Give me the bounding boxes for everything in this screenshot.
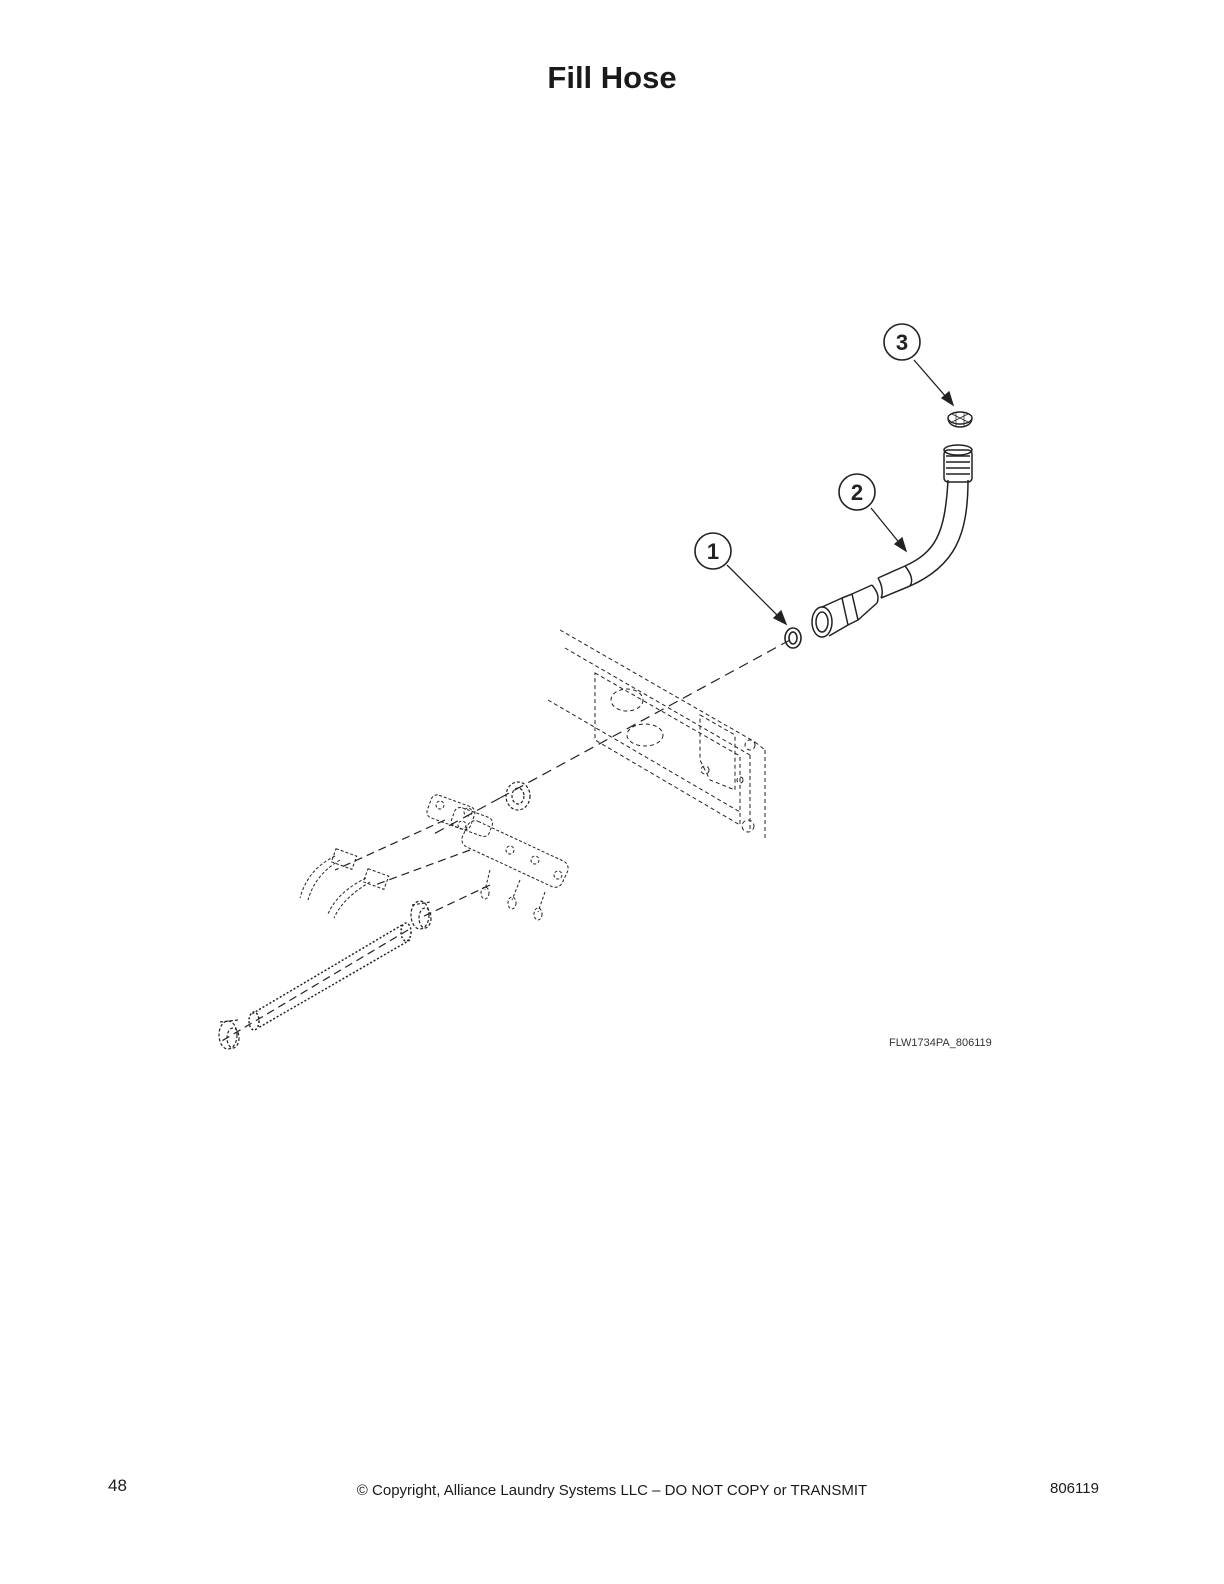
fill-hose-icon: [811, 444, 973, 638]
copyright-notice: © Copyright, Alliance Laundry Systems LL…: [356, 1482, 868, 1499]
svg-text:1: 1: [707, 539, 719, 564]
figure-code: FLW1734PA_806119: [889, 1037, 992, 1049]
valve-bracket-icon: [547, 629, 766, 838]
page-footer: 48 © Copyright, Alliance Laundry Systems…: [0, 1474, 1224, 1504]
document-number: 806119: [1050, 1480, 1099, 1497]
hose-clamp-end-icon: [218, 1019, 240, 1050]
svg-text:3: 3: [896, 330, 908, 355]
callout-1: 1: [694, 532, 732, 570]
callout-2: 2: [838, 473, 876, 511]
hose-clamp-icon: [410, 900, 432, 930]
page-title: Fill Hose: [547, 60, 677, 95]
assembly-line: [499, 639, 791, 799]
washer-icon: [784, 627, 802, 649]
grommet-icon: [505, 781, 531, 811]
callout-leaders: [726, 359, 955, 626]
tube-icon: [248, 922, 412, 1031]
water-valve-icon: [426, 794, 569, 921]
page-number: 48: [108, 1476, 127, 1495]
screen-filter-icon: [947, 411, 973, 428]
wire-connector-icon: [299, 848, 390, 919]
svg-text:2: 2: [851, 480, 863, 505]
callout-3: 3: [883, 323, 921, 361]
